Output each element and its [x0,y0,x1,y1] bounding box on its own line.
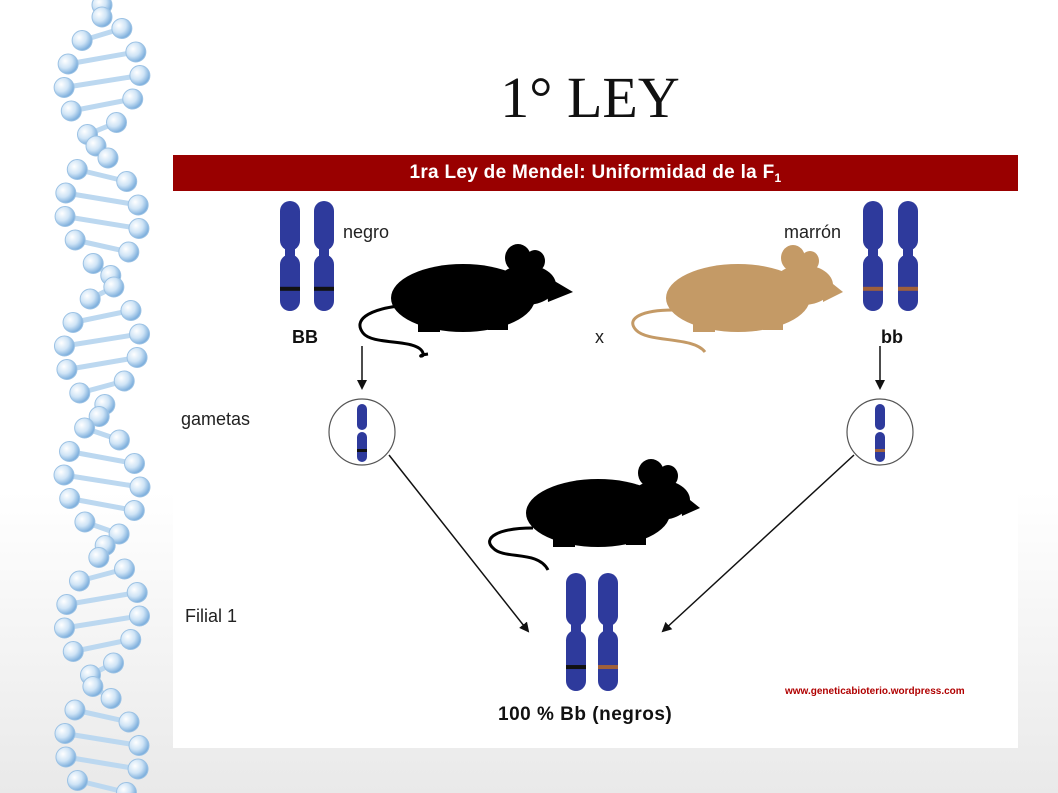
cross-symbol: x [595,327,604,347]
genotype-label-right: bb [881,327,903,347]
phenotype-label-left: negro [343,222,390,242]
black-mouse-f1-icon [488,459,700,571]
filial-label: Filial 1 [185,606,238,626]
gametes-label: gametas [181,409,251,429]
source-credit: www.geneticabioterio.wordpress.com [785,686,965,697]
diagram-banner: 1ra Ley de Mendel: Uniformidad de la F1 [173,155,1018,191]
gamete-chromosome-b [875,404,885,462]
phenotype-label-right: marrón [784,222,842,242]
arrow-gamete-left [388,454,530,633]
cross-diagram [280,201,918,691]
banner-subscript: 1 [774,171,782,185]
chromosome-b [598,573,618,691]
chromosome-pair-Bb [566,573,618,691]
chromosome-B [314,201,334,311]
genotype-label-left: BB [292,327,318,347]
chromosome-b [863,201,883,311]
arrow-gamete-right [661,454,855,633]
result-label: 100 % Bb (negros) [498,704,673,725]
chromosome-pair-BB [280,201,334,311]
chromosome-B [357,404,367,462]
banner-title: 1ra Ley de Mendel: Uniformidad de la F [409,162,775,183]
gamete-chromosome-B [357,404,367,462]
black-mouse-icon [358,244,573,358]
chromosome-b [898,201,918,311]
brown-mouse-icon [631,245,843,354]
slide-title: 1° LEY [500,65,680,130]
chromosome-b [875,404,885,462]
chromosome-B [280,201,300,311]
dna-helix-icon [53,0,151,793]
mendel-diagram-panel: 1ra Ley de Mendel: Uniformidad de la F1 [173,153,1018,748]
dna-helix-decoration [53,0,151,793]
chromosome-B [566,573,586,691]
chromosome-pair-bb [863,201,918,311]
